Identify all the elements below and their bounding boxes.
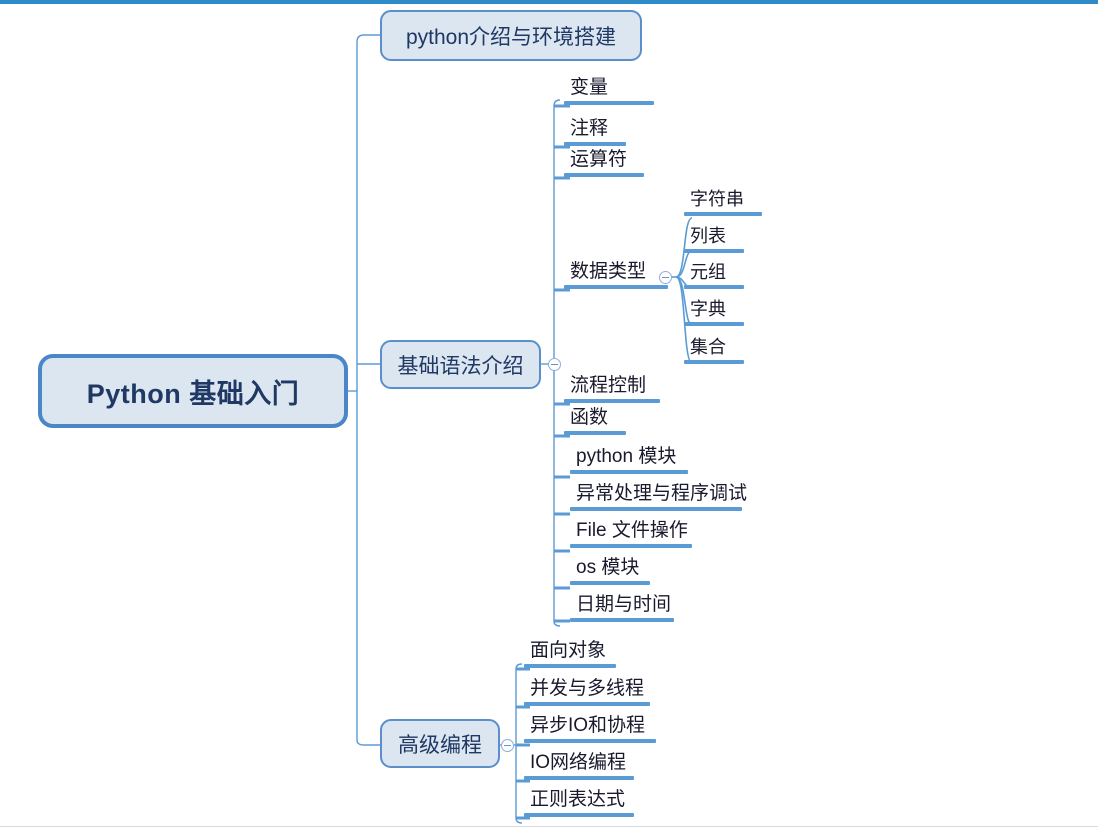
mindmap-leaf-string[interactable]: 字符串 [684, 190, 764, 216]
leaf-label: 注释 [570, 118, 609, 139]
leaf-label: 正则表达式 [530, 789, 626, 810]
leaf-label: 元组 [690, 262, 726, 282]
mindmap-leaf-concurrency[interactable]: 并发与多线程 [524, 679, 654, 706]
leaf-underline [564, 173, 644, 177]
leaf-underline [684, 322, 744, 326]
leaf-underline [684, 285, 744, 289]
leaf-underline [564, 101, 654, 105]
leaf-underline [524, 664, 616, 668]
leaf-label: 运算符 [570, 149, 628, 170]
mindmap-node-python-intro[interactable]: python介绍与环境搭建 [380, 10, 642, 61]
mindmap-leaf-regex[interactable]: 正则表达式 [524, 790, 654, 817]
mindmap-leaf-os-module[interactable]: os 模块 [570, 558, 670, 585]
leaf-label: 列表 [690, 226, 726, 246]
mindmap-leaf-flow-control[interactable]: 流程控制 [564, 376, 674, 403]
collapse-toggle-advanced[interactable] [501, 739, 514, 752]
leaf-underline [684, 360, 744, 364]
leaf-label: 集合 [690, 337, 726, 357]
mindmap-leaf-file-ops[interactable]: File 文件操作 [570, 521, 710, 548]
leaf-underline [524, 739, 656, 743]
leaf-underline [564, 399, 660, 403]
collapse-toggle-datatype[interactable] [659, 271, 672, 284]
leaf-underline [570, 581, 650, 585]
leaf-label: python 模块 [576, 446, 677, 467]
collapse-toggle-basic-syntax[interactable] [548, 358, 561, 371]
mindmap-node-advanced[interactable]: 高级编程 [380, 719, 500, 768]
mindmap-leaf-date-time[interactable]: 日期与时间 [570, 595, 690, 622]
leaf-label: 流程控制 [570, 375, 647, 396]
mindmap-leaf-variable[interactable]: 变量 [564, 78, 654, 105]
leaf-label: 并发与多线程 [530, 678, 645, 699]
mindmap-leaf-python-module[interactable]: python 模块 [570, 447, 700, 474]
leaf-label: 数据类型 [570, 261, 647, 282]
leaf-underline [524, 776, 634, 780]
leaf-underline [524, 702, 650, 706]
leaf-underline [570, 618, 674, 622]
leaf-label: 变量 [570, 77, 609, 98]
leaf-underline [564, 431, 626, 435]
leaf-label: 函数 [570, 407, 609, 428]
mindmap-leaf-tuple[interactable]: 元组 [684, 263, 754, 289]
mindmap-leaf-function[interactable]: 函数 [564, 408, 654, 435]
mindmap-leaf-async-io[interactable]: 异步IO和协程 [524, 715, 656, 743]
mindmap-leaf-exception-debug[interactable]: 异常处理与程序调试 [570, 484, 750, 511]
bottom-rule [0, 826, 1098, 827]
mindmap-leaf-list[interactable]: 列表 [684, 227, 754, 253]
mindmap-leaf-comment[interactable]: 注释 [564, 119, 654, 146]
leaf-label: 字典 [690, 299, 726, 319]
leaf-label: os 模块 [576, 557, 640, 578]
leaf-underline [564, 142, 626, 146]
leaf-underline [570, 507, 742, 511]
leaf-label: 面向对象 [530, 640, 607, 661]
leaf-underline [564, 285, 668, 289]
mindmap-leaf-datatype[interactable]: 数据类型 [564, 262, 674, 289]
leaf-label: 日期与时间 [576, 594, 672, 615]
leaf-underline [570, 470, 688, 474]
leaf-label: 异步IO和协程 [530, 715, 646, 736]
mindmap-node-basic-syntax[interactable]: 基础语法介绍 [380, 340, 541, 389]
leaf-underline [570, 544, 692, 548]
mindmap-leaf-oop[interactable]: 面向对象 [524, 641, 634, 668]
leaf-underline [524, 813, 634, 817]
leaf-label: 字符串 [690, 189, 744, 209]
leaf-underline [684, 212, 762, 216]
mindmap-leaf-operator[interactable]: 运算符 [564, 150, 674, 177]
mindmap-leaf-dict[interactable]: 字典 [684, 300, 754, 326]
mindmap-leaf-network-io[interactable]: IO网络编程 [524, 753, 654, 780]
mindmap-leaf-set[interactable]: 集合 [684, 338, 754, 364]
leaf-label: File 文件操作 [576, 520, 688, 541]
leaf-underline [684, 249, 744, 253]
leaf-label: IO网络编程 [530, 752, 627, 773]
mindmap-root-node[interactable]: Python 基础入门 [38, 354, 348, 428]
leaf-label: 异常处理与程序调试 [576, 483, 748, 504]
top-rule [0, 0, 1098, 4]
